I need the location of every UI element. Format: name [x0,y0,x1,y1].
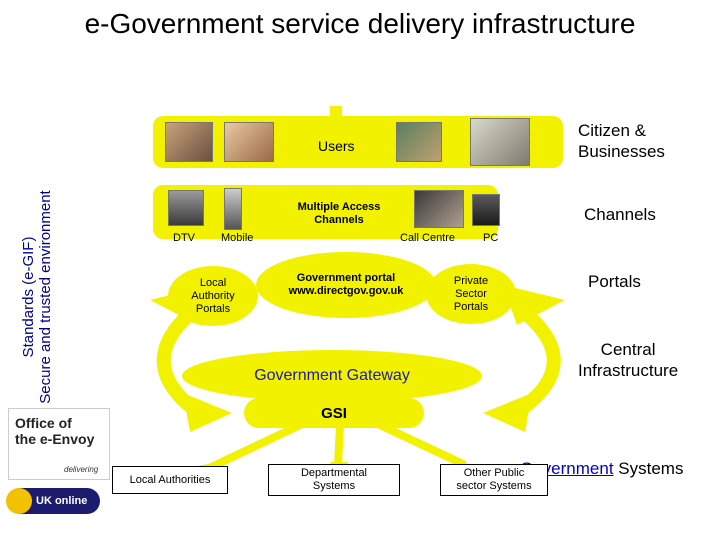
gsi-to-local-line [203,421,302,474]
gov-portal-line1: Government portal [296,272,396,284]
mobile-label: Mobile [221,232,254,244]
local-portals-line3: Portals [195,302,231,315]
gov-portal-url: www.directgov.gov.uk [288,285,404,297]
channels-label: Channels [584,205,656,224]
envoy-tagline: delivering [64,465,99,474]
pc-image [472,194,500,226]
local-authorities-label: Local Authorities [129,473,211,486]
gsi-to-other-line [378,421,467,469]
office-of-e-envoy-logo: Office of the e-Envoy delivering [8,408,110,480]
user-photo-3 [396,122,442,162]
diagram-title: e-Government service delivery infrastruc… [84,8,636,39]
multiple-access-line2: Channels [314,214,364,226]
uk-online-logo: UK online [6,488,100,514]
gsi-to-dept-line [334,424,344,466]
citizens-label: Citizen & Businesses [578,120,665,162]
left-arrowhead-bottom [183,393,232,432]
citizens-line2: Businesses [578,142,665,161]
envoy-line2: the e-Envoy [15,431,95,447]
private-portals-line3: Portals [453,300,489,313]
mobile-image [224,188,242,230]
other-systems-line1: Other Public [463,467,525,479]
dept-systems-line1: Departmental [300,467,368,479]
other-public-sector-box: Other Public sector Systems [440,464,548,496]
right-arrowhead-top [503,285,565,325]
gsi-label: GSI [321,404,347,422]
dtv-label: DTV [173,232,195,244]
user-photo-1 [165,122,213,162]
private-sector-portals: Private Sector Portals [426,264,516,324]
central-line1: Central [600,340,656,359]
local-authorities-box: Local Authorities [112,466,228,494]
pc-label: PC [483,232,499,244]
gsi-bar: GSI [244,398,424,428]
private-portals-line1: Private [453,274,489,287]
government-gateway: Government Gateway [182,350,482,402]
gateway-label: Government Gateway [254,367,410,384]
portals-label: Portals [588,272,641,291]
local-portals-line1: Local [199,276,227,289]
citizens-line1: Citizen & [578,121,647,140]
right-arrowhead-bottom [483,393,532,432]
local-authority-portals: Local Authority Portals [168,266,258,326]
multiple-access-channels-label: Multiple Access Channels [283,201,395,227]
dept-systems-line2: Systems [312,480,356,492]
uk-online-globe-icon [6,488,32,514]
uk-online-label: UK online [36,495,88,507]
central-infrastructure-label: Central Infrastructure [578,339,678,381]
central-line2: Infrastructure [578,361,679,380]
private-portals-line2: Sector [455,287,487,300]
call-centre-image [414,190,464,228]
user-photo-4 [470,118,530,166]
envoy-line1: Office of [15,415,72,431]
users-label: Users [318,138,355,154]
departmental-systems-box: Departmental Systems [268,464,400,496]
dtv-image [168,190,204,226]
multiple-access-line1: Multiple Access [297,201,381,213]
systems-word: Systems [618,459,684,478]
government-portal: Government portal www.directgov.gov.uk [256,252,436,318]
other-systems-line2: sector Systems [456,480,532,492]
user-photo-2 [224,122,274,162]
call-centre-label: Call Centre [400,232,456,244]
local-portals-line2: Authority [191,289,235,302]
